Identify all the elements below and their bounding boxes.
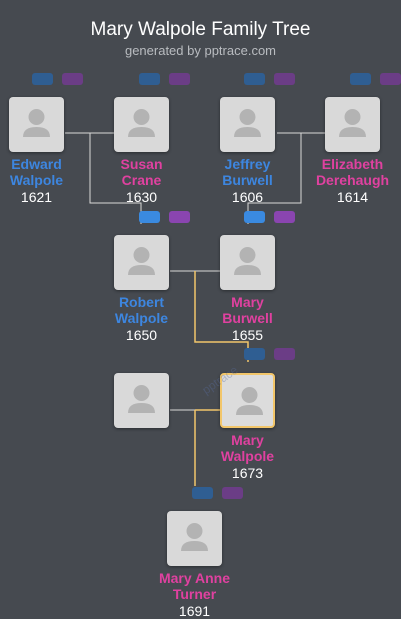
mother-button[interactable] bbox=[222, 487, 243, 499]
first-name: Susan bbox=[120, 156, 163, 172]
page-subtitle: generated by pptrace.com bbox=[124, 43, 277, 58]
first-name: Mary bbox=[231, 432, 264, 448]
last-name: Burwell bbox=[222, 310, 273, 326]
person-card-edward[interactable] bbox=[9, 97, 64, 152]
person-card-mary-burwell[interactable] bbox=[220, 235, 275, 290]
person-card-unknown-spouse[interactable] bbox=[114, 373, 169, 428]
person-card-mary-anne[interactable] bbox=[167, 511, 222, 566]
father-button[interactable] bbox=[139, 211, 160, 223]
person-card-susan[interactable] bbox=[114, 97, 169, 152]
last-name: Crane bbox=[121, 172, 162, 188]
first-name: Mary bbox=[231, 294, 264, 310]
mother-button[interactable] bbox=[274, 348, 295, 360]
mother-button[interactable] bbox=[169, 211, 190, 223]
person-card-jeffrey[interactable] bbox=[220, 97, 275, 152]
father-button[interactable] bbox=[139, 73, 160, 85]
last-name: Burwell bbox=[222, 172, 273, 188]
last-name: Turner bbox=[172, 586, 217, 602]
father-button[interactable] bbox=[192, 487, 213, 499]
mother-button[interactable] bbox=[169, 73, 190, 85]
birth-year: 1655 bbox=[231, 327, 264, 343]
first-name: Jeffrey bbox=[224, 156, 271, 172]
father-button[interactable] bbox=[244, 348, 265, 360]
first-name: Robert bbox=[118, 294, 165, 310]
person-card-robert[interactable] bbox=[114, 235, 169, 290]
first-name: Elizabeth bbox=[321, 156, 384, 172]
last-name: Walpole bbox=[9, 172, 64, 188]
person-card-mary-walpole[interactable] bbox=[220, 373, 275, 428]
birth-year: 1621 bbox=[20, 189, 53, 205]
birth-year: 1691 bbox=[178, 603, 211, 619]
birth-year: 1650 bbox=[125, 327, 158, 343]
person-card-elizabeth[interactable] bbox=[325, 97, 380, 152]
last-name: Walpole bbox=[114, 310, 169, 326]
birth-year: 1606 bbox=[231, 189, 264, 205]
birth-year: 1673 bbox=[231, 465, 264, 481]
birth-year: 1614 bbox=[336, 189, 369, 205]
mother-button[interactable] bbox=[274, 73, 295, 85]
last-name: Walpole bbox=[220, 448, 275, 464]
birth-year: 1630 bbox=[125, 189, 158, 205]
mother-button[interactable] bbox=[274, 211, 295, 223]
first-name: Edward bbox=[11, 156, 62, 172]
first-name: Mary Anne bbox=[158, 570, 231, 586]
father-button[interactable] bbox=[244, 73, 265, 85]
last-name: Derehaugh bbox=[315, 172, 390, 188]
father-button[interactable] bbox=[32, 73, 53, 85]
father-button[interactable] bbox=[350, 73, 371, 85]
mother-button[interactable] bbox=[380, 73, 401, 85]
father-button[interactable] bbox=[244, 211, 265, 223]
page-title: Mary Walpole Family Tree bbox=[90, 19, 311, 40]
mother-button[interactable] bbox=[62, 73, 83, 85]
